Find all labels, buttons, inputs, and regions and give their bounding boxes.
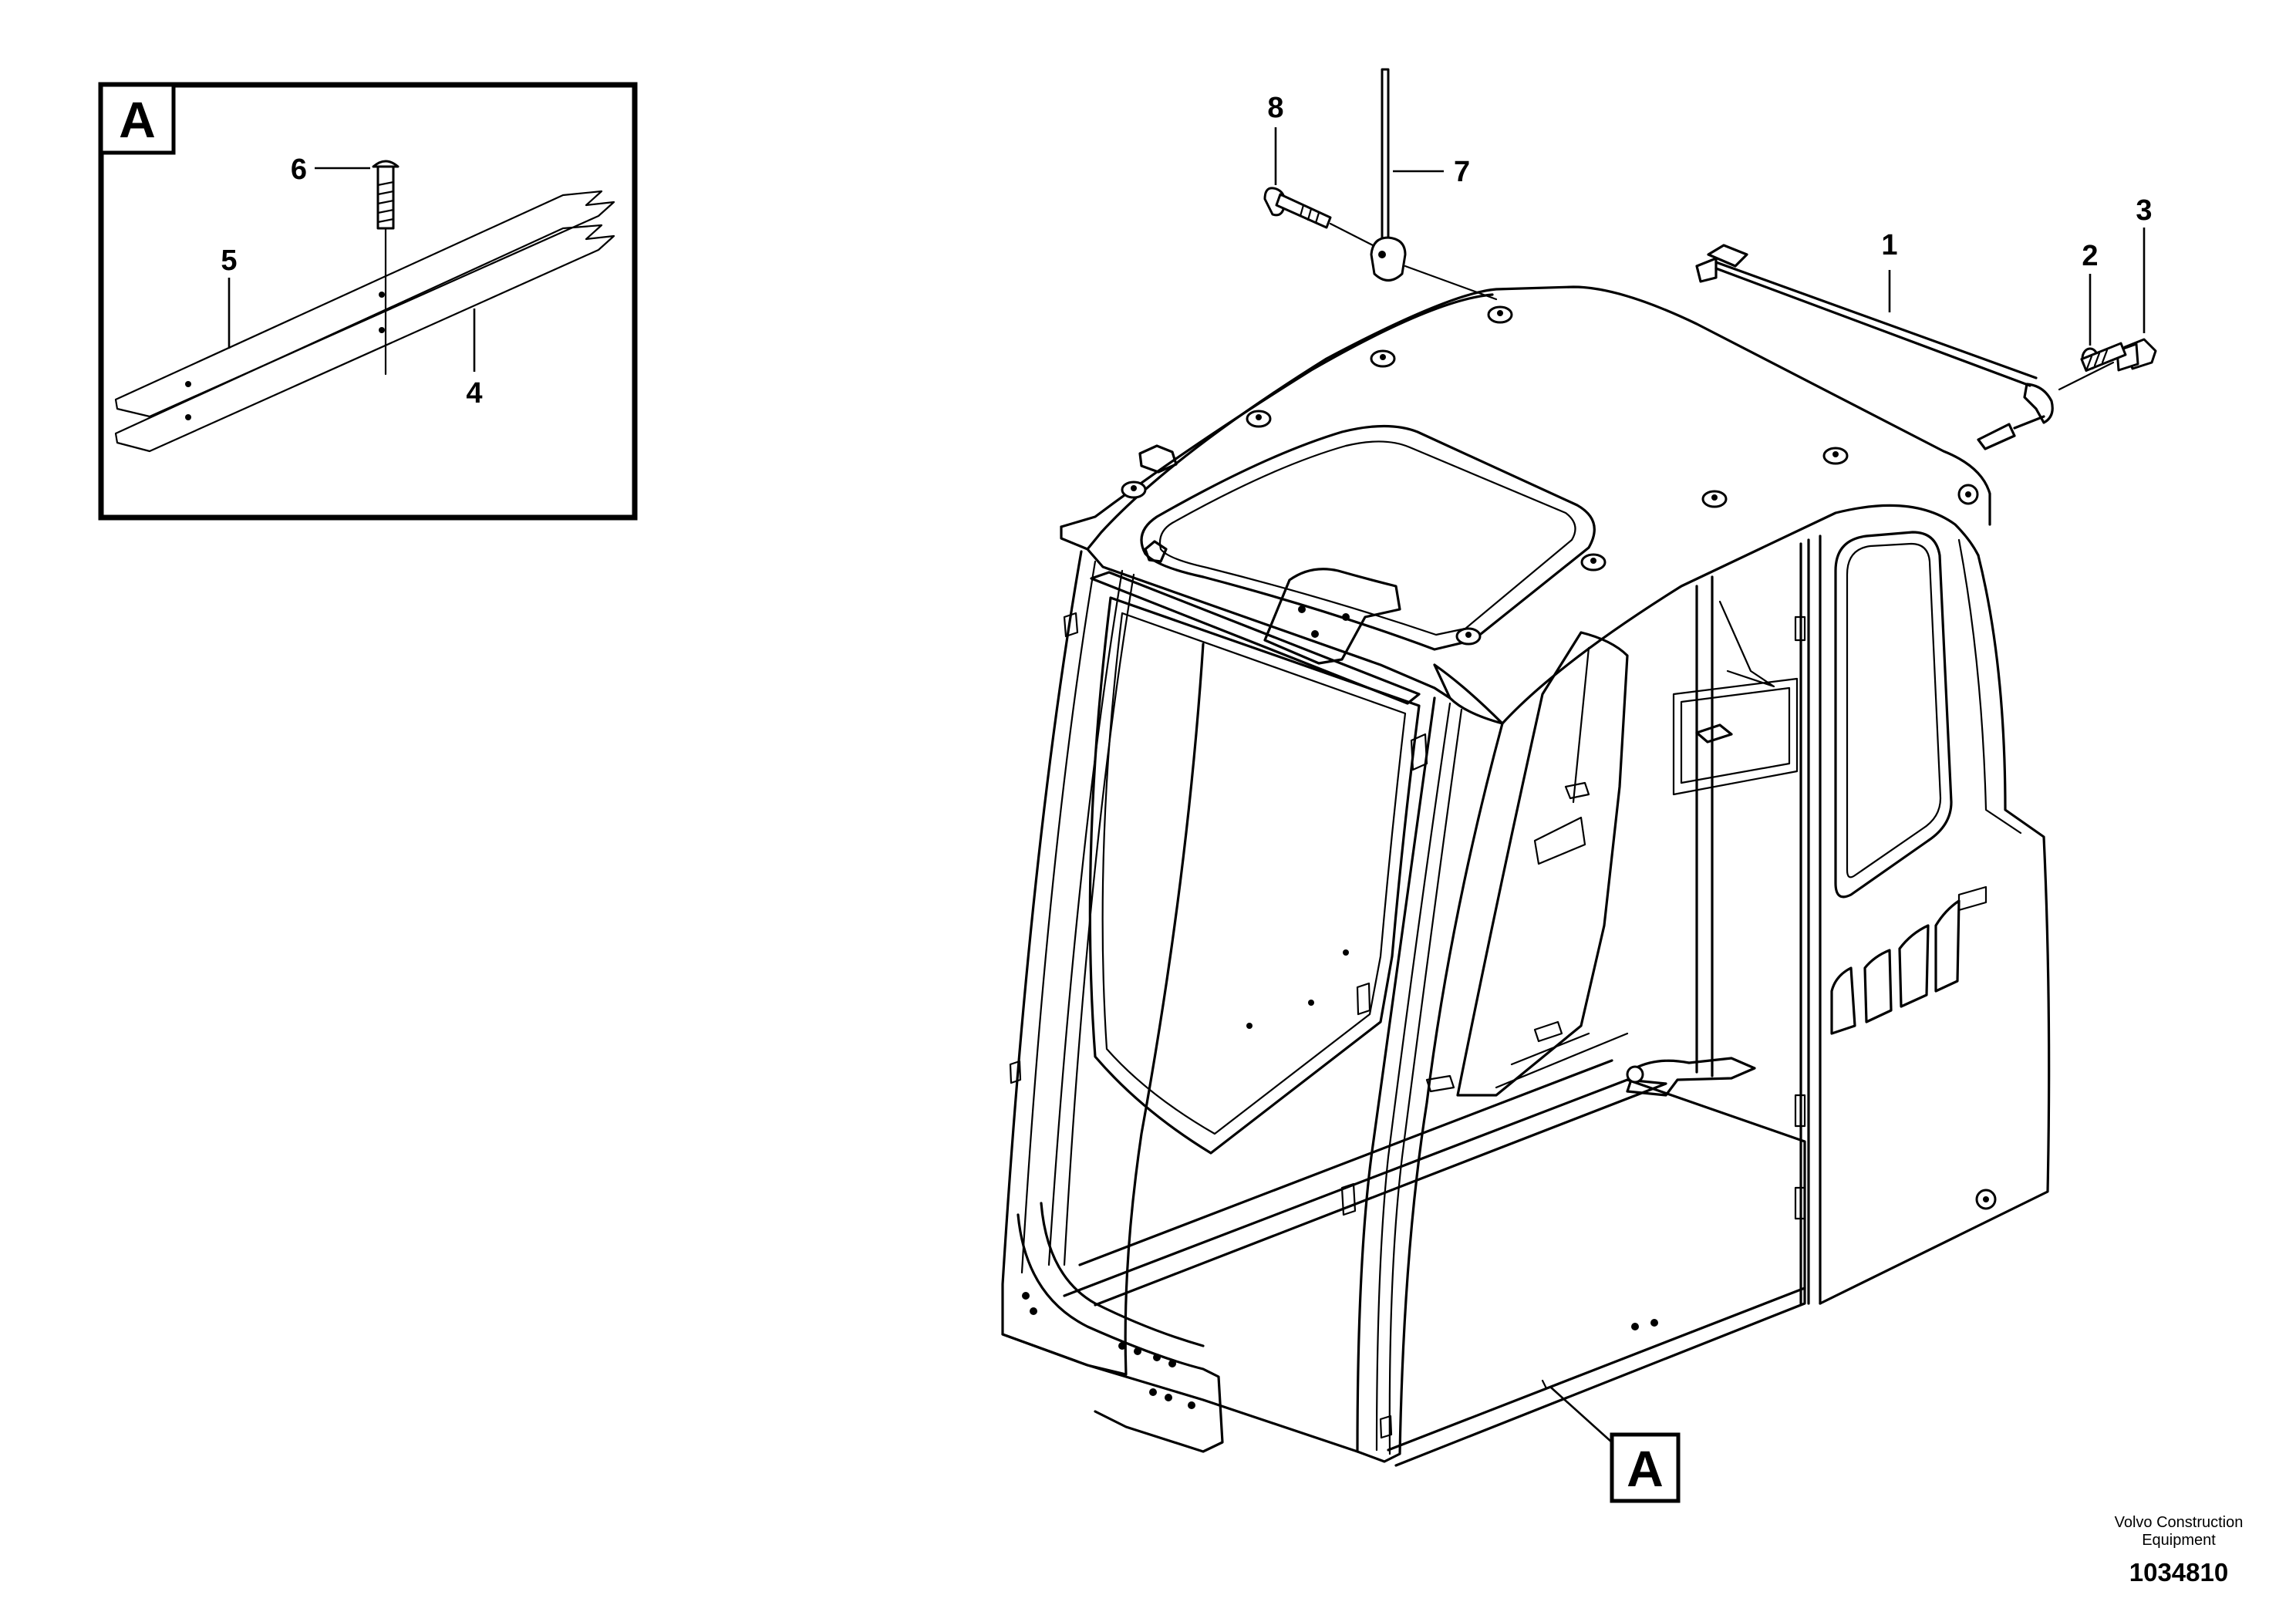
drawing-number: 1034810 <box>2129 1558 2228 1587</box>
company-name-line2: Equipment <box>2142 1532 2216 1549</box>
antenna-part-7 <box>1370 68 1498 301</box>
floor-rail-front <box>1063 1078 1667 1307</box>
callout-4: 4 <box>466 377 482 410</box>
reference-a-box <box>1610 1432 1681 1503</box>
door-vents <box>1830 899 1961 1035</box>
company-name-line1: Volvo Construction <box>2115 1514 2244 1531</box>
callout-3: 3 <box>2136 194 2152 227</box>
callout-2: 2 <box>2082 240 2098 272</box>
strip-hole-4 <box>185 414 191 420</box>
detail-a-inset: A 6 5 4 <box>98 82 638 521</box>
reference-a-label: A <box>1627 1440 1664 1497</box>
roof-hatch <box>1140 424 1596 651</box>
bolt-part-8 <box>1263 127 1374 247</box>
front-left-pillar <box>1001 550 1205 1376</box>
mirror-bracket <box>1263 568 1401 665</box>
seal-strip-upper <box>114 190 615 418</box>
washer-part-2 <box>2058 274 2115 391</box>
screw-part-6 <box>372 160 400 376</box>
cab-frame <box>1001 285 2051 1467</box>
strip-hole-3 <box>185 381 191 387</box>
door-window <box>1834 531 1953 899</box>
front-windscreen <box>1088 596 1421 1155</box>
rear-right-pillar <box>1799 534 1822 1305</box>
callout-8: 8 <box>1267 92 1283 124</box>
callout-6: 6 <box>291 153 307 186</box>
strip-hole-1 <box>379 292 385 298</box>
roof-bolts <box>1121 305 1979 646</box>
detail-a-label: A <box>119 91 156 148</box>
strip-hole-2 <box>379 327 385 333</box>
floor-rail-side <box>1387 1286 1806 1467</box>
rod-part-1 <box>1695 244 2054 450</box>
front-right-pillar <box>1356 696 1504 1463</box>
detail-a-frame <box>98 82 638 521</box>
seal-strip-lower <box>114 224 615 453</box>
callout-5: 5 <box>221 244 237 277</box>
detail-a-label-box <box>99 83 176 155</box>
bolt-part-3 <box>2080 228 2157 373</box>
callout-1: 1 <box>1881 229 1897 261</box>
frame-holes <box>1022 949 1658 1409</box>
cab-rear-body <box>1819 554 2051 1305</box>
callout-7: 7 <box>1454 156 1470 188</box>
